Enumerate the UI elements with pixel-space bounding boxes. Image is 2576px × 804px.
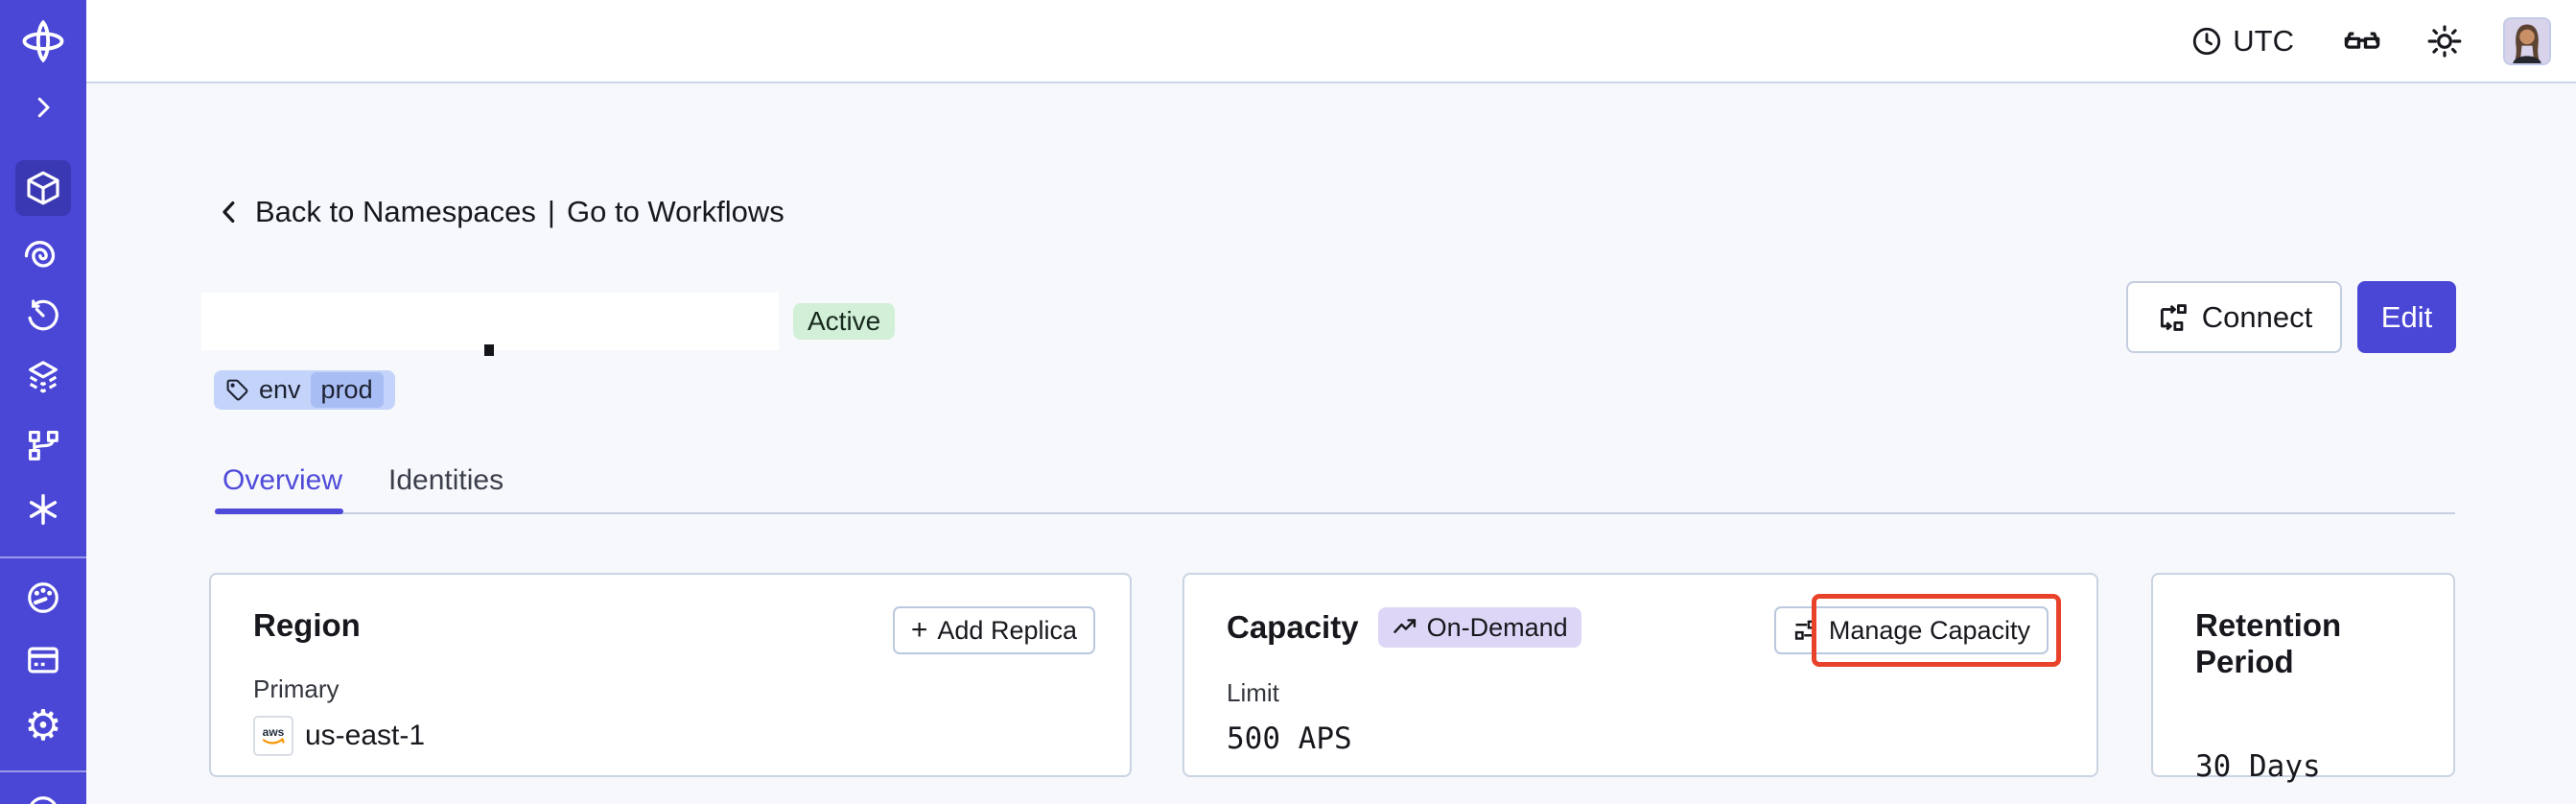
sidebar-item-support[interactable] <box>0 792 86 804</box>
globe-icon <box>30 796 57 804</box>
sidebar: ⚙ <box>0 0 86 804</box>
add-replica-label: Add Replica <box>937 615 1077 645</box>
sidebar-item-usage[interactable] <box>0 579 86 617</box>
sliders-icon <box>1794 620 1816 640</box>
spiral-icon <box>24 241 56 268</box>
tab-overview[interactable]: Overview <box>222 464 343 496</box>
sidebar-item-asterisk[interactable] <box>0 490 86 529</box>
capacity-value: 500 APS <box>1227 721 1352 756</box>
region-field-label: Primary <box>253 674 340 703</box>
retention-card: Retention Period 30 Days <box>2151 573 2455 784</box>
region-card: Region + Add Replica Primary aws us-east… <box>209 573 1132 777</box>
region-card-title: Region <box>253 607 361 643</box>
retention-card-title: Retention Period <box>2195 607 2342 679</box>
glasses-icon <box>2344 31 2380 49</box>
branch-icon <box>28 430 59 461</box>
edit-button-label: Edit <box>2380 299 2433 334</box>
capacity-card: Capacity On-Demand Manage Capacity Limit… <box>1183 573 2098 777</box>
topbar: UTC <box>86 0 2576 83</box>
capacity-field-label: Limit <box>1227 678 1279 707</box>
redacted-text-artifact <box>484 344 494 356</box>
trending-up-icon <box>1393 619 1416 633</box>
tag-value: prod <box>310 372 384 408</box>
sidebar-item-timer[interactable] <box>0 296 86 335</box>
manage-capacity-label: Manage Capacity <box>1828 615 2030 645</box>
sun-icon <box>2427 24 2462 58</box>
breadcrumb-back-link[interactable]: Back to Namespaces <box>255 195 536 228</box>
aws-logo-icon: aws <box>253 716 293 756</box>
sidebar-item-spiral[interactable] <box>0 235 86 273</box>
sidebar-item-branch[interactable] <box>0 426 86 464</box>
region-value: us-east-1 <box>305 720 426 751</box>
billing-card-icon <box>28 647 59 674</box>
tag-icon <box>226 379 248 401</box>
sidebar-item-billing[interactable] <box>0 641 86 679</box>
sidebar-divider <box>0 770 86 772</box>
breadcrumb-separator: | <box>547 195 555 228</box>
plus-icon: + <box>910 614 928 646</box>
status-badge-label: Active <box>808 306 881 336</box>
breadcrumb-workflows-link[interactable]: Go to Workflows <box>566 195 785 228</box>
user-menu[interactable] <box>2503 16 2551 65</box>
sidebar-item-settings[interactable]: ⚙ <box>0 702 86 749</box>
temporal-logo-icon[interactable] <box>0 19 86 63</box>
region-value-row: aws us-east-1 <box>253 716 1093 756</box>
connect-button[interactable]: Connect <box>2126 281 2342 353</box>
namespace-tag[interactable]: env prod <box>214 370 395 410</box>
manage-capacity-button[interactable]: Manage Capacity <box>1773 606 2049 654</box>
aws-logo-text: aws <box>263 725 285 739</box>
tab-bar: Overview Identities <box>222 464 503 497</box>
retention-value: 30 Days <box>2195 749 2321 784</box>
namespace-title-redacted <box>201 293 779 350</box>
cube-icon <box>27 171 59 205</box>
ondemand-badge: On-Demand <box>1377 607 1581 648</box>
connect-flow-icon <box>2160 303 2187 331</box>
clock-icon <box>2193 27 2221 55</box>
gauge-icon <box>28 582 59 613</box>
breadcrumb: Back to Namespaces | Go to Workflows <box>215 195 785 229</box>
labs-toggle[interactable] <box>2342 21 2382 61</box>
tag-key: env <box>259 375 301 404</box>
add-replica-button[interactable]: + Add Replica <box>892 606 1095 654</box>
tab-baseline <box>215 512 2455 514</box>
edit-button[interactable]: Edit <box>2357 281 2456 353</box>
ondemand-badge-label: On-Demand <box>1426 612 1568 642</box>
header-actions: Connect Edit <box>2126 281 2456 353</box>
timer-icon <box>28 299 59 331</box>
sidebar-item-active[interactable] <box>15 160 71 216</box>
avatar <box>2503 16 2551 65</box>
status-badge: Active <box>793 303 896 340</box>
tab-identities[interactable]: Identities <box>388 464 504 496</box>
theme-toggle[interactable] <box>2426 23 2463 59</box>
capacity-card-title: Capacity <box>1227 609 1359 645</box>
timezone-selector[interactable]: UTC <box>2190 24 2294 59</box>
sidebar-item-layers[interactable] <box>0 357 86 395</box>
sidebar-divider <box>0 556 86 558</box>
asterisk-icon <box>29 494 58 525</box>
chevron-left-icon[interactable] <box>215 198 244 226</box>
timezone-label: UTC <box>2233 23 2294 58</box>
expand-sidebar-chevron-icon[interactable] <box>0 92 86 123</box>
gear-icon: ⚙ <box>24 702 62 749</box>
connect-button-label: Connect <box>2201 299 2313 334</box>
layers-icon <box>29 361 58 393</box>
active-tab-underline <box>215 508 343 514</box>
